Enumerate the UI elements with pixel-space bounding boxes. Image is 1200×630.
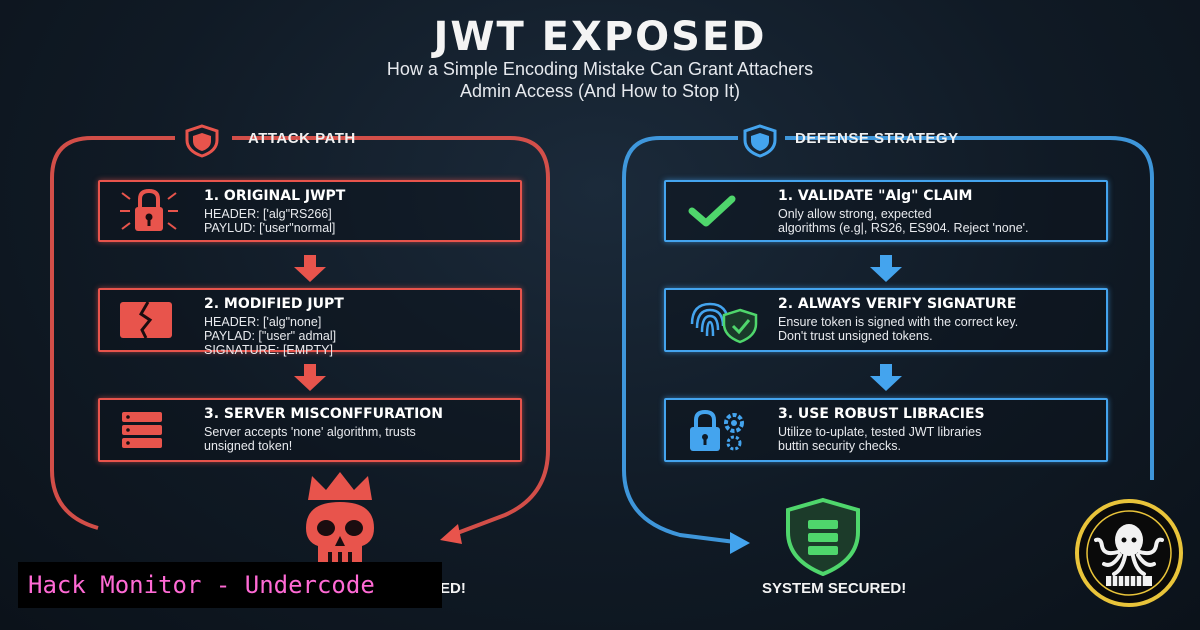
attack-path-title: ATTACK PATH (248, 130, 356, 147)
lock-gears-icon (690, 409, 744, 451)
shield-icon (185, 124, 219, 158)
shield-icon (743, 124, 777, 158)
broken-card-icon (120, 301, 172, 339)
defense-step-1-line-2: algorithms (e.g|, RS26, ES904. Reject 'n… (778, 221, 1029, 235)
attack-step-3: 3. SERVER MISCONFFURATION Server accepts… (98, 398, 522, 462)
attack-step-1-line-2: PAYLUD: ['user"normal] (204, 221, 336, 235)
defense-step-1-line-1: Only allow strong, expected (778, 207, 932, 221)
attack-step-1-line-1: HEADER: ['alg"RS266] (204, 207, 332, 221)
checkmark-icon (688, 195, 736, 227)
page-subtitle: How a Simple Encoding Mistake Can Grant … (386, 59, 814, 101)
defense-result-text: SYSTEM SECURED! (762, 580, 907, 597)
defense-step-2-line-1: Ensure token is signed with the correct … (778, 315, 1019, 329)
source-banner: Hack Monitor - Undercode (18, 562, 442, 608)
broken-lock-icon (120, 188, 178, 231)
defense-step-3: 3. USE ROBUST LIBRACIES Utilize to-uplat… (664, 398, 1108, 462)
attack-step-1: 1. ORIGINAL JWPT HEADER: ['alg"RS266] PA… (98, 180, 522, 242)
defense-step-3-line-1: Utilize to-uplate, tested JWT libraries (778, 425, 982, 439)
attack-step-2-line-1: HEADER: ['alg"none] (204, 315, 322, 329)
server-icon (122, 412, 162, 448)
attack-step-2-line-2: PAYLAD: ["user" admal] (204, 329, 337, 343)
defense-step-1: 1. VALIDATE "Alg" CLAIM Only allow stron… (664, 180, 1108, 242)
defense-step-2-heading: 2. ALWAYS VERIFY SIGNATURE (778, 296, 1017, 312)
octopus-logo-icon (1075, 499, 1183, 607)
attack-step-3-line-1: Server accepts 'none' algorithm, trusts (204, 425, 416, 439)
attack-result-text: ED! (440, 580, 466, 597)
crowned-skull-icon (306, 472, 374, 562)
down-arrow-icon (870, 255, 902, 282)
server-shield-icon (786, 497, 860, 576)
attack-step-1-heading: 1. ORIGINAL JWPT (204, 188, 346, 204)
down-arrow-icon (870, 364, 902, 391)
down-arrow-icon (294, 364, 326, 391)
page-title: JWT EXPOSED (433, 14, 767, 60)
defense-step-2: 2. ALWAYS VERIFY SIGNATURE Ensure token … (664, 288, 1108, 352)
attack-step-3-line-2: unsigned token! (204, 439, 293, 453)
attack-step-3-heading: 3. SERVER MISCONFFURATION (204, 406, 443, 422)
attack-step-2: 2. MODIFIED JUPT HEADER: ['alg"none] PAY… (98, 288, 522, 357)
fingerprint-shield-icon (690, 302, 758, 344)
attack-step-2-line-3: SIGNATURE: [EMPTY] (204, 343, 333, 357)
defense-step-3-line-2: buttin security checks. (778, 439, 901, 453)
defense-step-2-line-2: Don't trust unsigned tokens. (778, 329, 933, 343)
defense-step-3-heading: 3. USE ROBUST LIBRACIES (778, 406, 985, 422)
attack-step-2-heading: 2. MODIFIED JUPT (204, 296, 344, 312)
defense-step-1-heading: 1. VALIDATE "Alg" CLAIM (778, 188, 973, 204)
down-arrow-icon (294, 255, 326, 282)
defense-strategy-title: DEFENSE STRATEGY (795, 130, 959, 147)
